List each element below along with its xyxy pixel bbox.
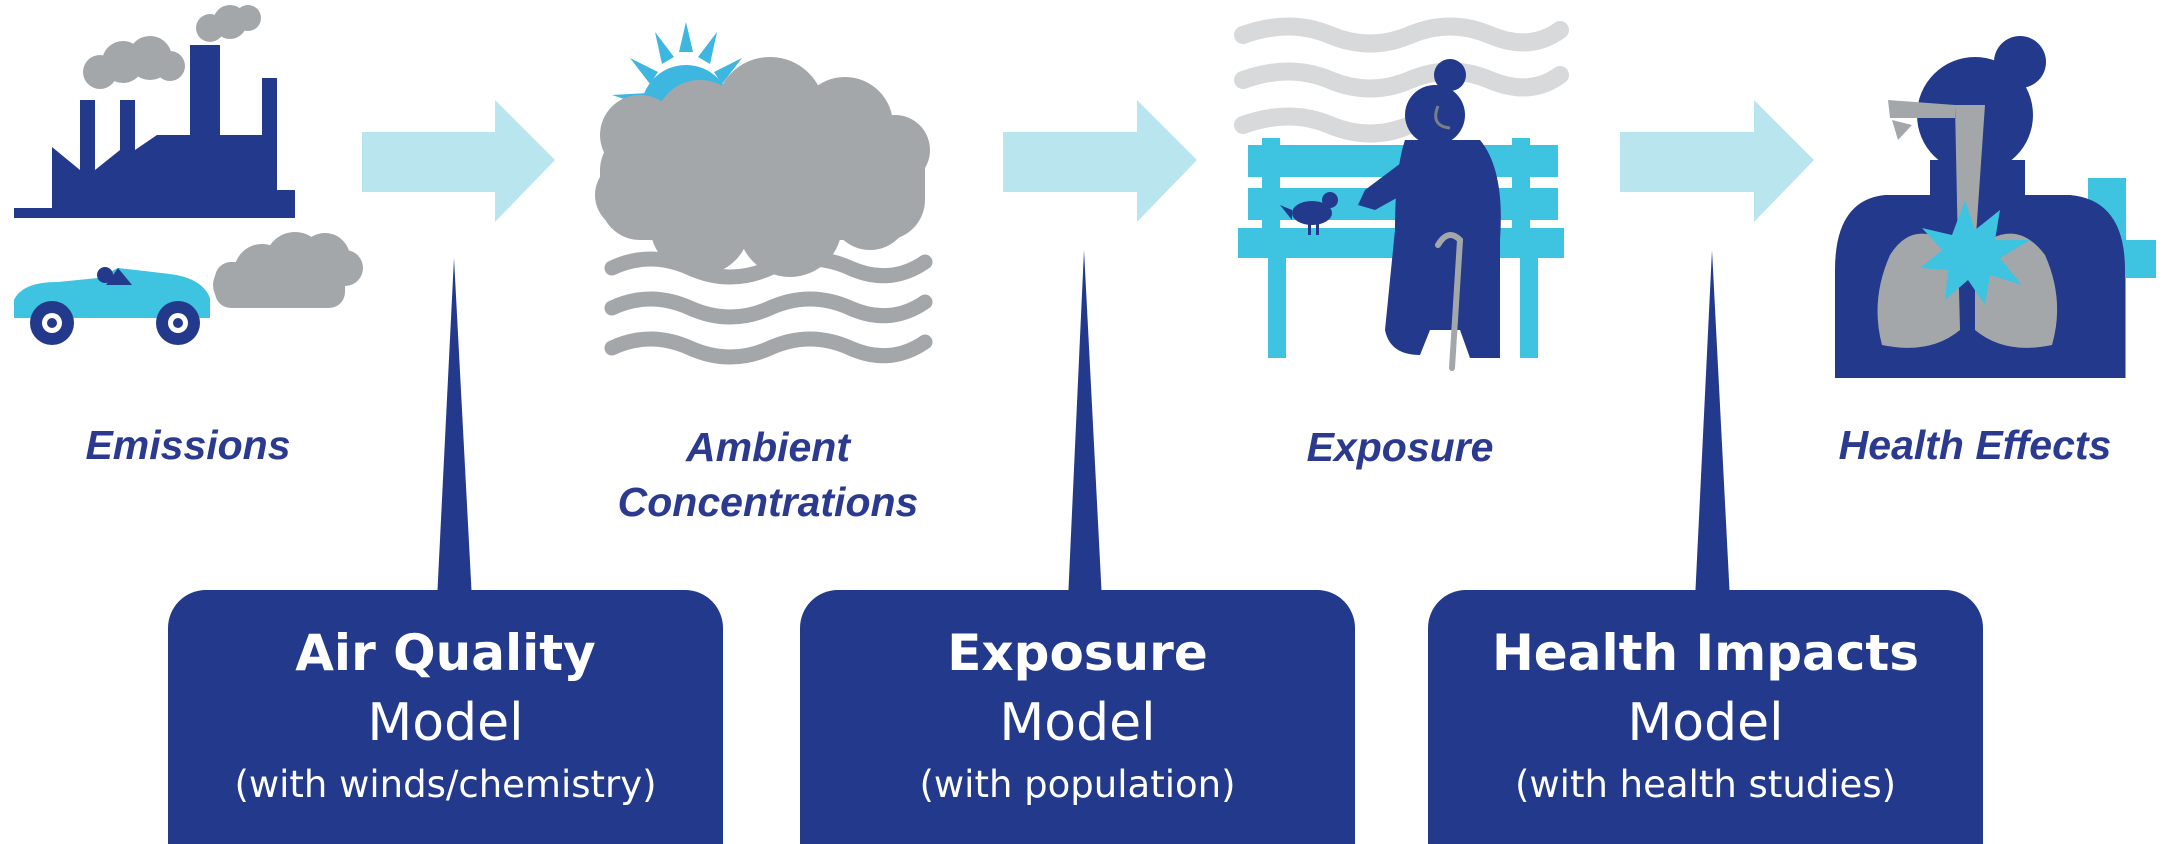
person-bench-icon: [1234, 17, 1569, 371]
stage-label-ambient-concentrations: Ambient Concentrations: [617, 424, 919, 525]
lungs-icon: [1835, 36, 2156, 378]
factory-car-icon: [14, 5, 363, 345]
model-word: Model: [1627, 693, 1784, 753]
model-title: Air Quality: [295, 624, 596, 682]
air-quality-model-box: Air Quality Model (with winds/chemistry): [168, 590, 723, 844]
stage-label-exposure: Exposure: [1306, 424, 1494, 470]
stage-label-emissions: Emissions: [85, 422, 291, 468]
model-word: Model: [367, 693, 524, 753]
arrow-icon: [1003, 100, 1197, 222]
model-note: (with winds/chemistry): [234, 763, 657, 806]
pointer-spike: [437, 258, 472, 600]
exposure-model-box: Exposure Model (with population): [800, 590, 1355, 844]
pointer-spike: [1695, 250, 1730, 600]
pointer-spike: [1068, 250, 1102, 600]
health-impacts-model-box: Health Impacts Model (with health studie…: [1428, 590, 1983, 844]
sun-cloud-icon: [595, 22, 933, 365]
stage-label-health-effects: Health Effects: [1838, 422, 2112, 468]
flow-arrows: [362, 100, 1814, 222]
arrow-icon: [362, 100, 555, 222]
model-word: Model: [999, 693, 1156, 753]
model-title: Health Impacts: [1491, 624, 1920, 682]
model-note: (with population): [919, 763, 1236, 806]
model-title: Exposure: [947, 624, 1208, 682]
model-note: (with health studies): [1514, 763, 1897, 806]
model-pointers: [437, 250, 1730, 600]
arrow-icon: [1620, 100, 1814, 222]
